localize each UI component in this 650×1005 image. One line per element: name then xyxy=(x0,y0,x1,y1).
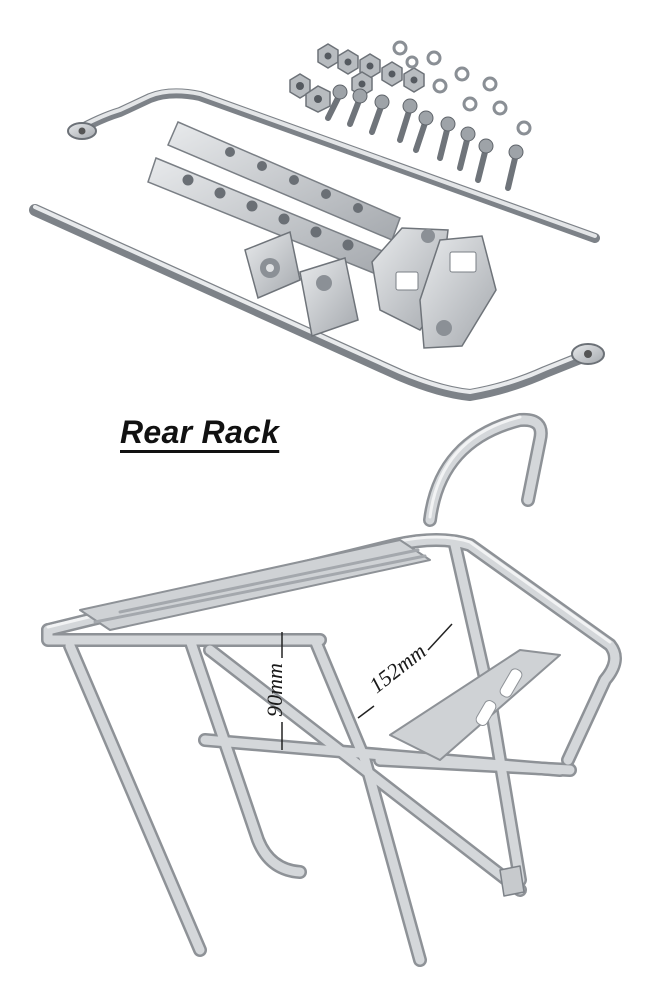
lower-deck xyxy=(389,649,561,761)
height-dimension-label: 90mm xyxy=(262,663,287,717)
perforated-bar xyxy=(147,157,386,275)
support-rod-lower xyxy=(29,204,601,402)
height-dimension: 90mm xyxy=(262,632,287,750)
perforated-bar xyxy=(167,121,401,241)
mount-bracket xyxy=(299,257,359,337)
upper-deck xyxy=(79,539,431,631)
mount-bracket xyxy=(244,230,301,300)
clamp-bracket xyxy=(419,235,497,349)
length-dimension-label: 152mm xyxy=(364,638,430,698)
mount-tab xyxy=(499,865,525,897)
rear-rack xyxy=(41,412,622,967)
product-title: Rear Rack xyxy=(120,414,280,450)
hardware-kit xyxy=(29,40,605,402)
fasteners xyxy=(289,40,532,191)
